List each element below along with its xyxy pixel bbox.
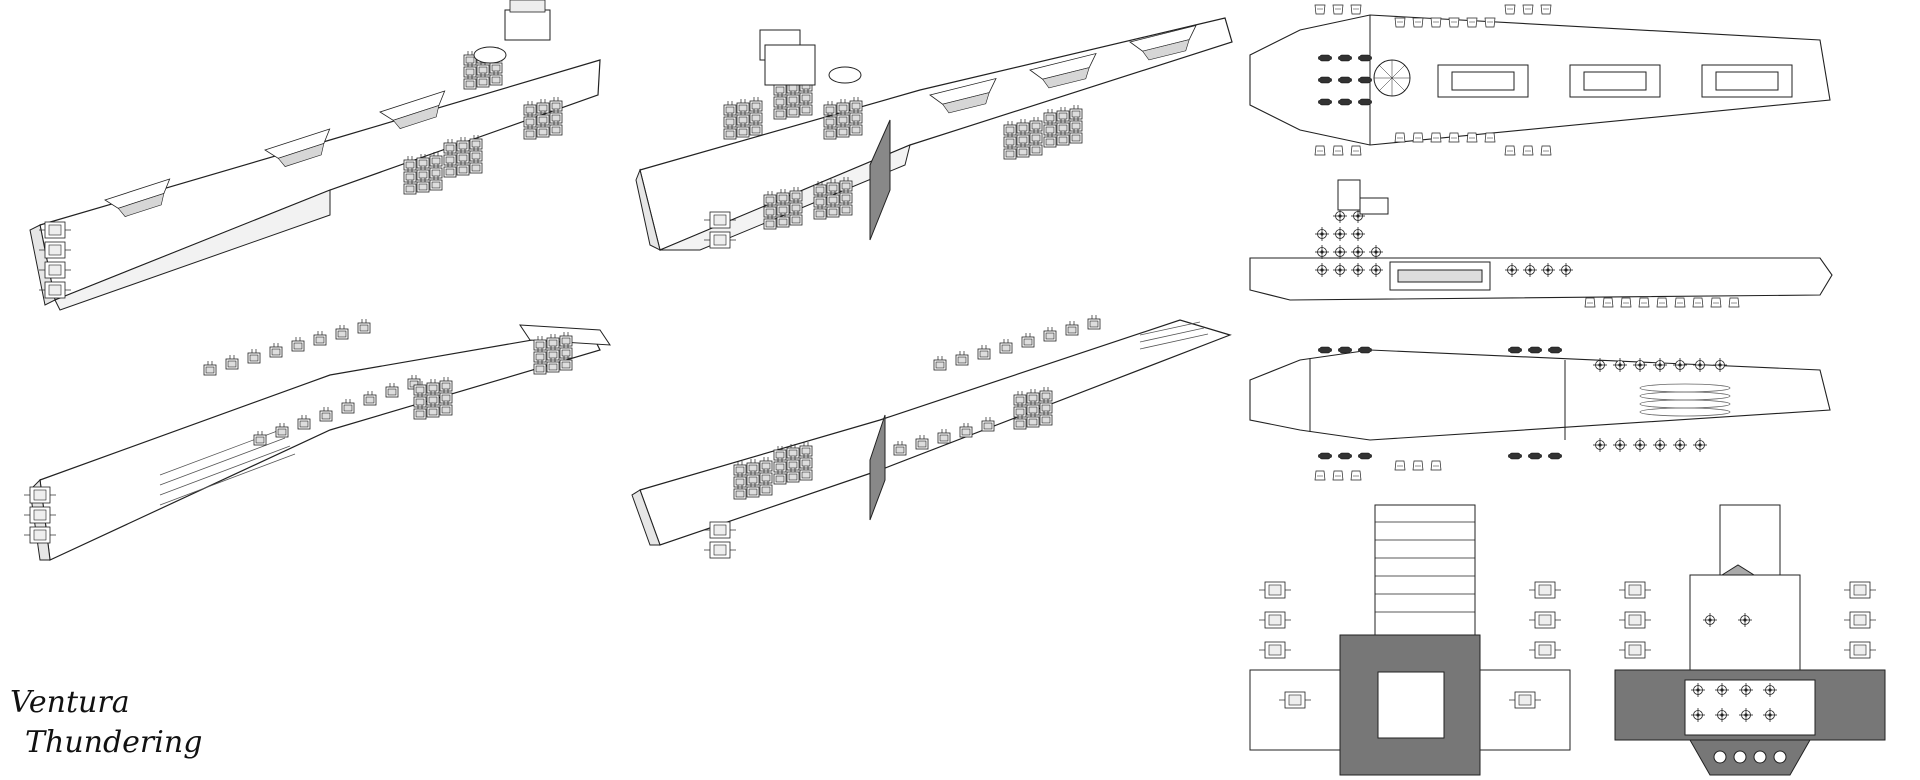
perspective-side-low-right <box>631 314 1232 559</box>
orthographic-front <box>1249 504 1571 776</box>
signature: Ventura Thundering <box>10 685 202 760</box>
signature-line-2: Thundering <box>25 725 202 760</box>
perspective-side-low-left <box>23 318 611 561</box>
orthographic-rear <box>1614 504 1886 776</box>
orthographic-bottom <box>1249 346 1831 481</box>
orthographic-side <box>1249 179 1833 308</box>
perspective-top-rear-right <box>635 17 1233 251</box>
orthographic-top <box>1249 4 1831 156</box>
perspective-top-front-left <box>29 0 601 311</box>
signature-line-1: Ventura <box>10 685 130 720</box>
